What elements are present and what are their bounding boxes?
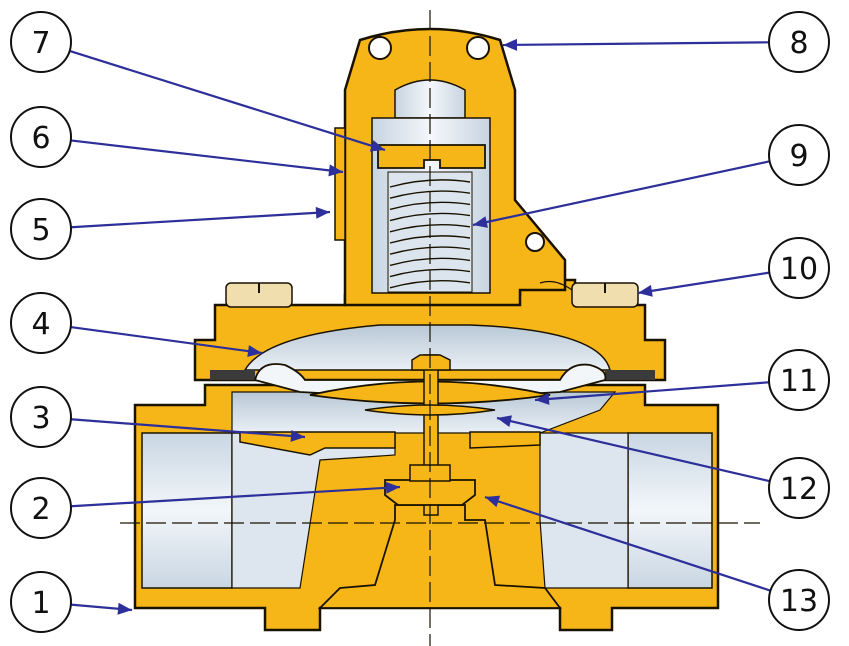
arrowhead-6: [328, 164, 343, 177]
callout-circle-8: [768, 11, 830, 73]
callout-number-7: 7: [31, 26, 50, 61]
callout-circle-13: [768, 569, 830, 631]
callout-number-4: 4: [31, 307, 50, 342]
callout-circle-9: [768, 124, 830, 186]
leader-line-4: [70, 325, 263, 355]
central-partition: [317, 504, 562, 609]
gasket-left: [210, 370, 255, 380]
callout-circle-1: [10, 571, 72, 633]
callout-number-6: 6: [31, 121, 50, 156]
leader-lines: [69, 38, 771, 615]
callout-number-5: 5: [31, 213, 50, 248]
callout-number-1: 1: [31, 586, 50, 621]
arrowhead-4: [247, 345, 262, 358]
seal-wire: [539, 280, 573, 291]
arrowhead-11: [535, 392, 550, 405]
leader-line-5: [70, 210, 331, 229]
callout-number-9: 9: [789, 139, 808, 174]
callout-number-10: 10: [780, 252, 818, 287]
arrowhead-3: [290, 429, 305, 442]
leader-line-12: [496, 416, 771, 483]
callout-circle-5: [10, 198, 72, 260]
gasket-right: [605, 370, 655, 380]
vent-hole: [525, 232, 545, 252]
upper-chamber: [243, 324, 611, 371]
leader-line-3: [70, 418, 306, 439]
callout-number-11: 11: [780, 364, 818, 399]
lever: [239, 431, 396, 456]
stem-head: [411, 354, 451, 371]
callout-number-8: 8: [789, 26, 808, 61]
arrowhead-2: [385, 481, 400, 494]
arrowhead-7: [369, 140, 385, 152]
leader-line-7: [69, 49, 386, 152]
lever-right: [469, 431, 541, 449]
callout-circle-10: [768, 237, 830, 299]
leader-line-13: [484, 495, 771, 592]
callout-circle-4: [10, 292, 72, 354]
arrowhead-10: [638, 284, 653, 297]
mount-hole-left: [368, 36, 392, 60]
callout-number-3: 3: [31, 401, 50, 436]
arrowhead-12: [497, 415, 512, 428]
spring-coil: [389, 268, 471, 278]
callout-number-2: 2: [31, 492, 50, 527]
inlet-bore: [141, 432, 233, 589]
leader-line-11: [534, 381, 770, 402]
callout-circle-2: [10, 477, 72, 539]
spring-coil: [389, 190, 471, 199]
leader-line-8: [502, 41, 770, 47]
callout-circle-11: [768, 349, 830, 411]
callout-circle-7: [10, 11, 72, 73]
leader-line-6: [70, 139, 344, 174]
leader-line-10: [637, 271, 770, 295]
arrowhead-9: [473, 216, 488, 228]
spring-coil: [389, 212, 471, 222]
arrowhead-5: [315, 206, 330, 219]
vent-plate: [334, 127, 346, 241]
callout-circle-12: [768, 457, 830, 519]
leader-line-9: [472, 160, 770, 227]
arrowhead-1: [117, 602, 132, 615]
arrowhead-13: [485, 495, 501, 508]
outlet-bore: [627, 432, 713, 589]
mount-hole-right: [466, 36, 490, 60]
cover-screw-left: [225, 282, 293, 308]
leader-line-2: [70, 485, 401, 508]
callout-circle-3: [10, 386, 72, 448]
outlet-passage: [539, 432, 629, 589]
cover-screw-right: [571, 282, 639, 308]
adjusting-screw: [377, 144, 486, 169]
callout-number-13: 13: [780, 584, 818, 619]
arrowhead-8: [503, 38, 518, 51]
callout-number-12: 12: [780, 472, 818, 507]
callout-circle-6: [10, 106, 72, 168]
